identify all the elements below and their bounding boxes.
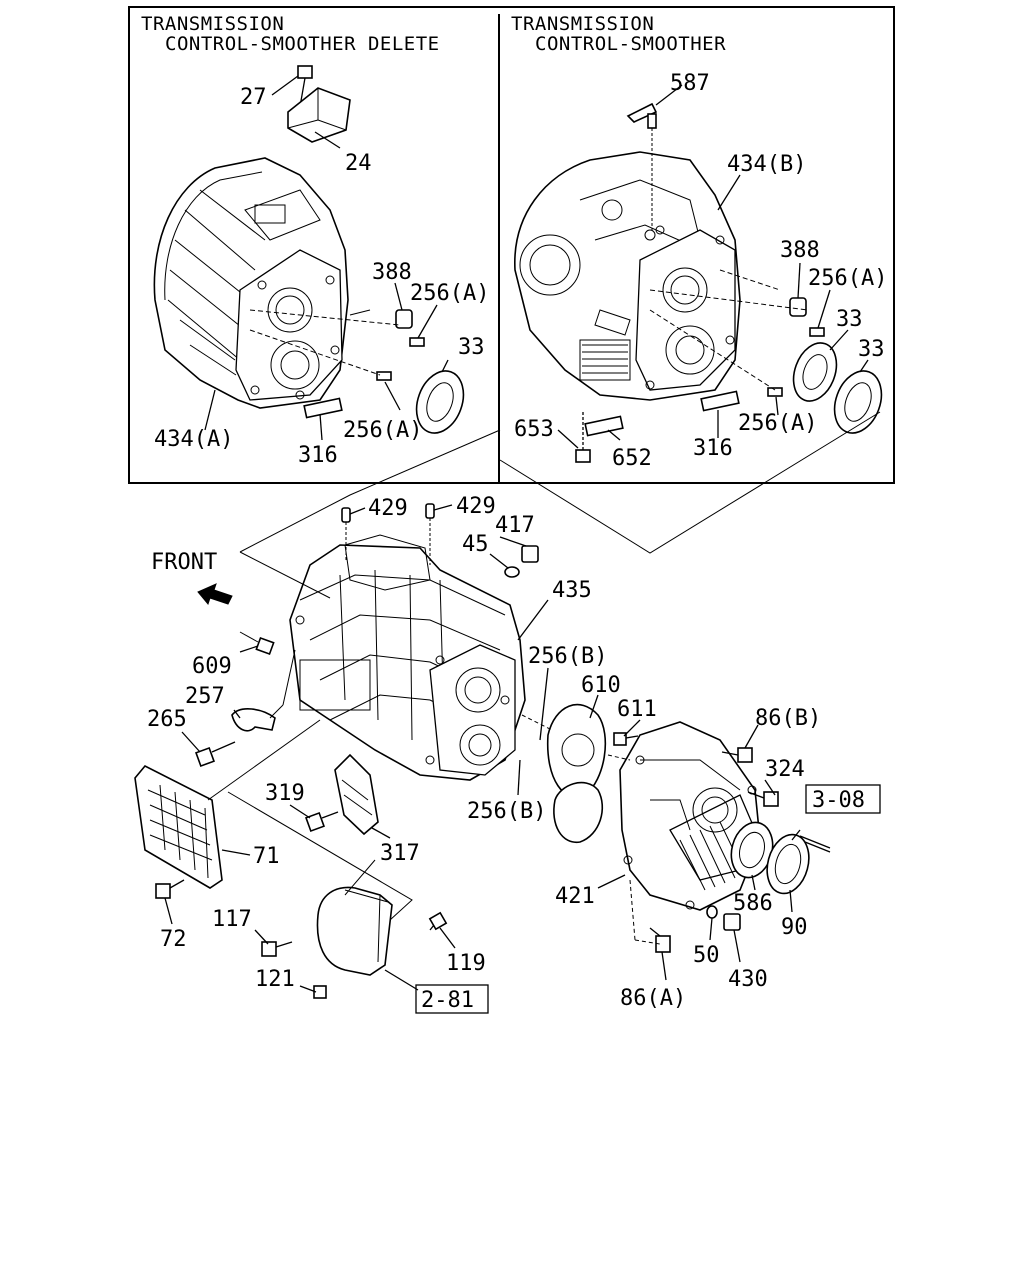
label-429-b: 429 [456,494,496,519]
label-45: 45 [462,532,489,557]
label-50: 50 [693,943,720,968]
oil-seal-33-right-b-drawing [833,370,883,434]
bolt-653-drawing [575,410,591,463]
label-611: 611 [617,697,657,722]
label-256a-left-bottom: 256(A) [343,418,422,443]
ref-2-81-label: 2-81 [421,988,474,1013]
label-27: 27 [240,85,267,110]
left-panel-title-line1: TRANSMISSION [141,13,284,35]
label-609: 609 [192,654,232,679]
label-586: 586 [733,891,773,916]
label-421: 421 [555,884,595,909]
pins-429-drawing [341,503,435,565]
clutch-housing-434b-drawing [514,151,741,401]
bolt-324-drawing [747,791,779,807]
left-panel-title-line2: CONTROL-SMOOTHER DELETE [165,33,440,55]
plug-417-drawing [504,545,539,578]
cover-71-drawing [134,764,223,889]
bolt-611-drawing [613,732,639,746]
cover-24-drawing [287,87,351,143]
label-119: 119 [446,951,486,976]
bolt-119-drawing [428,911,448,931]
label-417: 417 [495,513,535,538]
bolt-609-drawing [239,631,275,656]
label-256b-bottom: 256(B) [467,799,546,824]
front-label: FRONT [151,550,217,575]
label-256b-top: 256(B) [528,644,607,669]
label-435: 435 [552,578,592,603]
label-33-right-a: 33 [836,307,863,332]
label-324: 324 [765,757,805,782]
o-ring-50-drawing [706,905,718,919]
bolt-265-drawing [195,741,236,767]
right-panel-title-line1: TRANSMISSION [511,13,654,35]
label-257: 257 [185,684,225,709]
label-86a: 86(A) [620,986,686,1011]
label-33-right-b: 33 [858,337,885,362]
bushing-388-right-drawing [584,297,825,437]
label-24: 24 [345,151,372,176]
label-610: 610 [581,673,621,698]
label-117: 117 [212,907,252,932]
label-388-left: 388 [372,260,412,285]
transmission-case-435-drawing [289,534,526,781]
nut-121-drawing [313,985,327,999]
label-319: 319 [265,781,305,806]
label-86b: 86(B) [755,706,821,731]
label-429-a: 429 [368,496,408,521]
label-317: 317 [380,841,420,866]
label-256a-right-bottom: 256(A) [738,411,817,436]
oil-seal-33-left-drawing [415,370,465,434]
variant-panels-frame [128,6,895,484]
bolt-72-drawing [155,879,185,899]
clutch-housing-434a-drawing [153,157,349,409]
label-316-right: 316 [693,436,733,461]
leader-lines [164,75,881,993]
label-587: 587 [670,71,710,96]
label-653: 653 [514,417,554,442]
label-121: 121 [255,967,295,992]
label-652: 652 [612,446,652,471]
bushing-388-left-drawing [303,309,425,419]
right-panel-title-line2: CONTROL-SMOOTHER [535,33,726,55]
ref-3-08-label: 3-08 [812,788,865,813]
oil-seal-33-right-a-drawing [792,342,838,402]
label-434a: 434(A) [154,427,233,452]
gasket-610-drawing [546,703,607,843]
label-71: 71 [253,844,280,869]
bracket-257-drawing [231,708,276,732]
label-90: 90 [781,915,808,940]
ref-box-3-08 [805,784,881,814]
front-arrow-icon [197,583,233,606]
bolt-117-drawing [261,941,293,957]
label-316-left: 316 [298,443,338,468]
label-430: 430 [728,967,768,992]
cover-2-81-drawing [316,886,393,976]
breather-587-drawing [626,102,658,230]
label-256a-left-top: 256(A) [410,281,489,306]
label-72: 72 [160,927,187,952]
ref-box-2-81 [415,984,489,1014]
plug-430-drawing [723,913,741,931]
label-256a-right-top: 256(A) [808,266,887,291]
label-33-left: 33 [458,335,485,360]
label-434b: 434(B) [727,152,806,177]
plate-317-drawing [334,753,379,836]
label-265: 265 [147,707,187,732]
bolt-319-drawing [305,811,339,832]
label-388-right: 388 [780,238,820,263]
bolt-86a-drawing [649,927,671,953]
